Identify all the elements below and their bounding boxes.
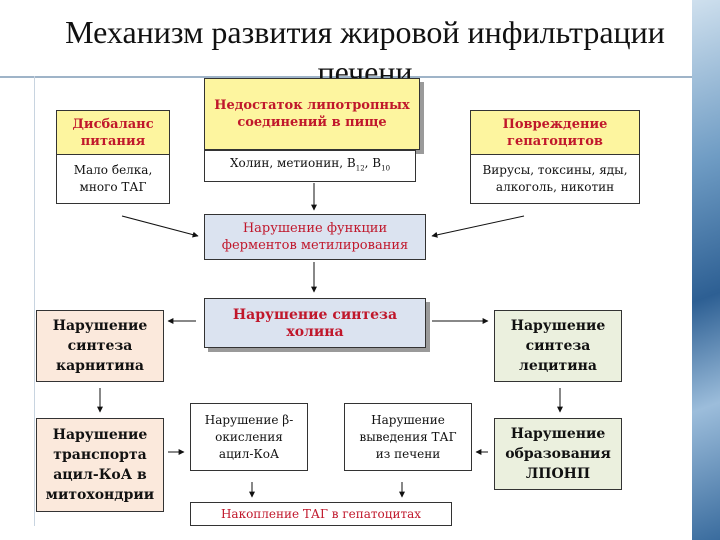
- node-transport: Нарушение транспорта ацил-КоА в митохонд…: [36, 418, 164, 512]
- node-beta: Нарушение β-окисления ацил-КоА: [190, 403, 308, 471]
- arrow-povrezhdenie-to-metil: [431, 215, 525, 238]
- node-nakoplenie: Накопление ТАГ в гепатоцитах: [190, 502, 452, 526]
- node-lecitin: Нарушение синтеза лецитина: [494, 310, 622, 382]
- node-metilirovanie: Нарушение функции ферментов метилировани…: [204, 214, 426, 260]
- title-underline: [0, 76, 692, 78]
- node-vyvedenie: Нарушение выведения ТАГ из печени: [344, 403, 472, 471]
- node-nedostatok: Недостаток липотропных соединений в пище: [204, 78, 420, 150]
- node-karnitin: Нарушение синтеза карнитина: [36, 310, 164, 382]
- node-lponp: Нарушение образования ЛПОНП: [494, 418, 622, 490]
- left-guide-line: [34, 76, 35, 526]
- node-povrezhdenie-detail: Вирусы, токсины, яды, алкоголь, никотин: [470, 154, 640, 204]
- node-nedostatok-detail: Холин, метионин, В12, В10: [204, 150, 416, 182]
- page-title: Механизм развития жировой инфильтрации п…: [65, 14, 665, 90]
- node-disbalans-detail: Мало белка, много ТАГ: [56, 154, 170, 204]
- node-holin: Нарушение синтеза холина: [204, 298, 426, 348]
- arrow-disbalans-to-metil: [121, 215, 199, 238]
- decorative-side-panel: [692, 0, 720, 540]
- nedostatok-detail-text: Холин, метионин, В12, В10: [229, 155, 391, 173]
